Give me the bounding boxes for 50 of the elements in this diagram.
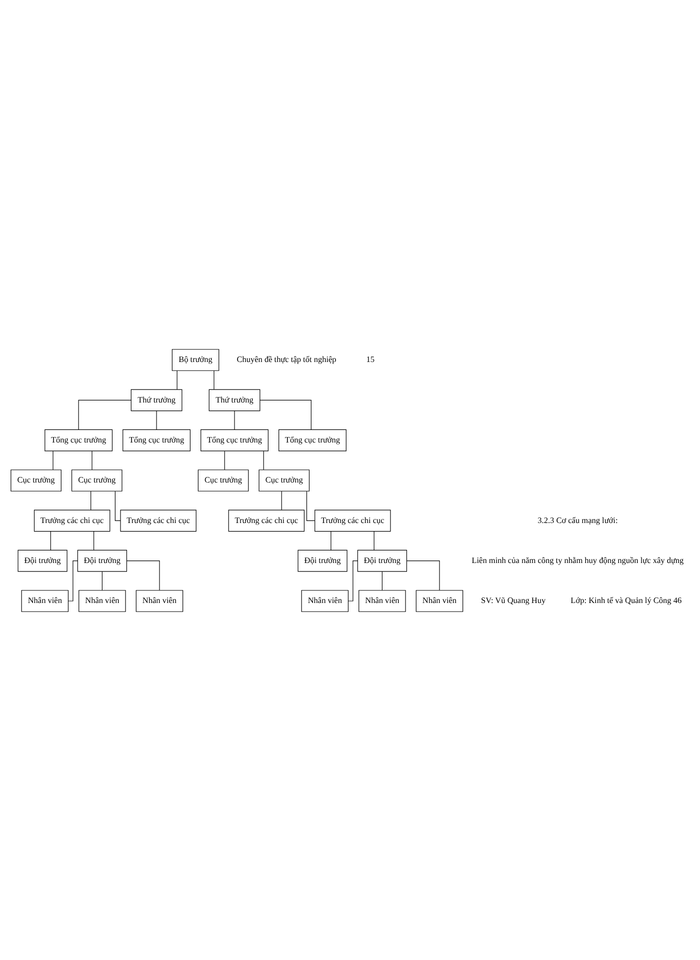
node-box: Đội trưởng bbox=[357, 549, 407, 572]
connector bbox=[90, 490, 92, 510]
node-box: Nhân viên bbox=[21, 590, 69, 612]
connector bbox=[306, 490, 316, 520]
node-box: Nhân viên bbox=[416, 590, 464, 612]
node-box: Đội trưởng bbox=[298, 549, 348, 572]
label: 3.2.3 Cơ cấu mạng lưới: bbox=[538, 515, 618, 524]
node-box: Trưởng các chi cục bbox=[34, 509, 110, 532]
node-box: Thứ trưởng bbox=[130, 388, 182, 411]
node-box: Tổng cục trưởng bbox=[44, 428, 113, 451]
label: Liên minh của năm công ty nhằm huy động nguồn lực xây dựng bbox=[472, 556, 684, 565]
node-box: Cục trưởng bbox=[71, 469, 122, 491]
node-box: Tổng cục trưởng bbox=[200, 428, 268, 451]
node-box: Nhân viên bbox=[78, 590, 126, 612]
connector bbox=[156, 410, 157, 430]
label: Chuyên đề thực tập tốt nghiệp bbox=[236, 354, 336, 364]
node-box: Trưởng các chi cục bbox=[120, 509, 196, 532]
connector bbox=[281, 490, 282, 510]
connector bbox=[93, 530, 94, 550]
node-box: Nhân viên bbox=[358, 590, 406, 612]
node-box: Trưởng các chi cục bbox=[314, 509, 391, 532]
connector bbox=[52, 450, 54, 470]
connector bbox=[68, 560, 78, 601]
connector bbox=[224, 450, 225, 470]
node-box: Cục trưởng bbox=[258, 469, 310, 491]
node-box: Trưởng các chi cục bbox=[228, 509, 305, 532]
node-box: Tổng cục trưởng bbox=[122, 428, 190, 451]
connector bbox=[78, 399, 132, 430]
connector bbox=[50, 530, 51, 550]
node-box: Nhân viên bbox=[136, 590, 184, 612]
node-box: Tổng cục trưởng bbox=[278, 428, 346, 451]
connector bbox=[348, 560, 358, 601]
node-box: Đội trưởng bbox=[77, 549, 127, 572]
connector bbox=[234, 410, 235, 430]
label: 15 bbox=[366, 354, 375, 364]
connector bbox=[263, 450, 264, 470]
node-box: Cục trưởng bbox=[10, 469, 62, 491]
node-box: Thứ trưởng bbox=[208, 388, 260, 411]
node-box: Nhân viên bbox=[301, 590, 349, 612]
connector bbox=[126, 560, 160, 590]
label: SV: Vũ Quang Huy bbox=[481, 596, 546, 605]
connector bbox=[176, 370, 178, 390]
node-box: Đội trưởng bbox=[18, 549, 68, 572]
connector bbox=[330, 530, 332, 550]
connector bbox=[260, 399, 312, 430]
node-box: Cục trưởng bbox=[198, 469, 249, 491]
label: Lớp: Kinh tế và Quản lý Công 46 bbox=[570, 596, 682, 605]
connector bbox=[114, 490, 121, 520]
connector bbox=[406, 560, 440, 590]
node-box: Bộ trưởng bbox=[172, 348, 220, 370]
